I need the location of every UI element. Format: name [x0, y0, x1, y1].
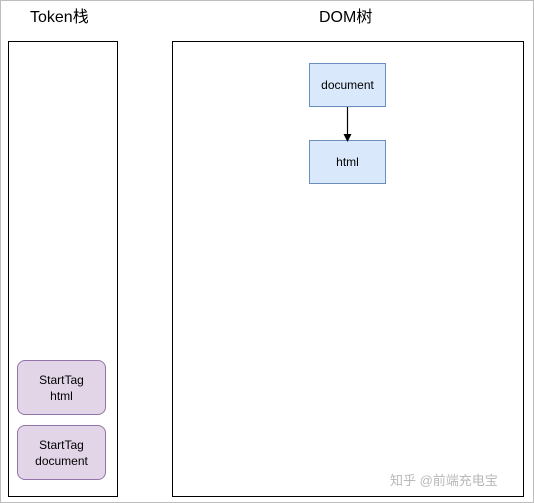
watermark-text: 知乎 @前端充电宝 [390, 473, 498, 488]
token-type-label: StartTag [39, 437, 84, 452]
dom-node-document: document [309, 63, 386, 107]
token-name-label: document [35, 453, 88, 468]
token-starttag-document: StartTag document [17, 425, 106, 480]
token-stack-panel [8, 41, 118, 497]
token-stack-title: Token栈 [30, 9, 89, 26]
token-name-label: html [50, 388, 73, 403]
dom-node-label: html [336, 155, 359, 169]
token-starttag-html: StartTag html [17, 360, 106, 415]
dom-tree-title: DOM树 [319, 9, 373, 26]
dom-node-label: document [321, 78, 374, 92]
token-type-label: StartTag [39, 372, 84, 387]
